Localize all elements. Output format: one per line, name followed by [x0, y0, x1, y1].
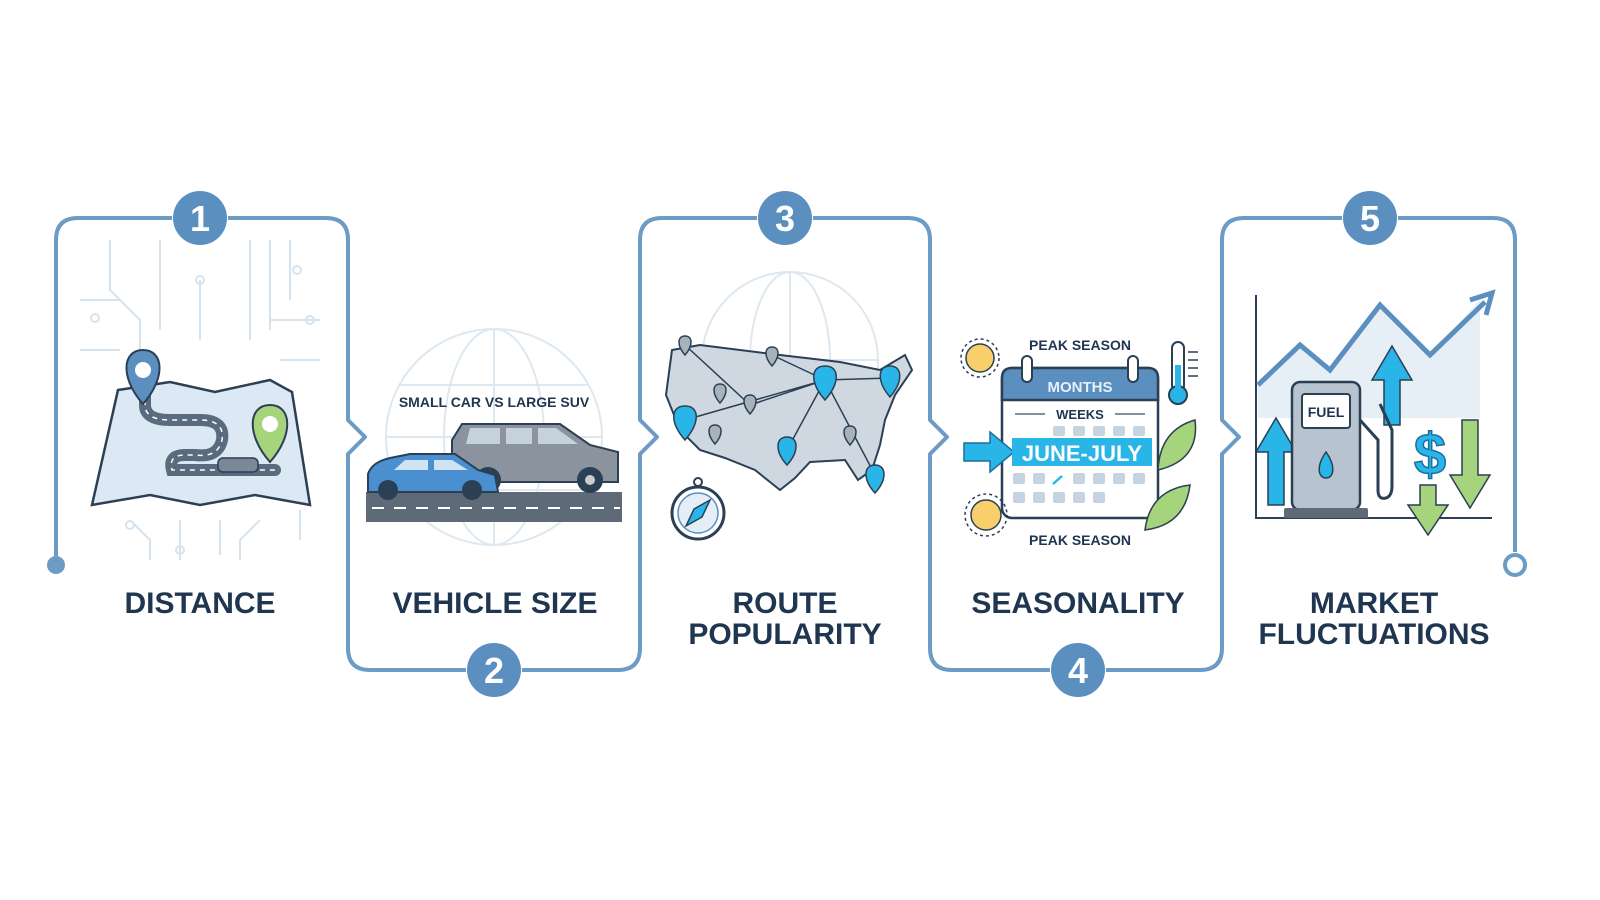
- route-pins: [673, 335, 901, 495]
- badge-5: 5: [1343, 191, 1397, 245]
- svg-text:2: 2: [484, 650, 504, 691]
- compass-icon: [670, 477, 726, 541]
- arrow-down-icon: [1406, 419, 1492, 537]
- badge-3: 3: [758, 191, 812, 245]
- peak-season-bottom: PEAK SEASON: [1029, 532, 1131, 548]
- svg-text:4: 4: [1068, 650, 1088, 691]
- connector-frame: [54, 216, 1517, 672]
- svg-text:JUNE-JULY: JUNE-JULY: [1022, 441, 1143, 466]
- fuel-pump-icon: FUEL: [1284, 380, 1394, 518]
- location-pin-green-icon: [251, 403, 289, 464]
- dollar-icon: $: [1414, 422, 1446, 487]
- location-pin-blue-icon: [125, 348, 161, 406]
- sun-icon: [960, 338, 1000, 378]
- step-1-title: DISTANCE: [124, 587, 276, 620]
- small-car-icon: [367, 453, 500, 500]
- svg-text:5: 5: [1360, 198, 1380, 239]
- svg-text:FUEL: FUEL: [1308, 404, 1345, 420]
- svg-text:MONTHS: MONTHS: [1048, 379, 1113, 396]
- svg-text:WEEKS: WEEKS: [1056, 407, 1104, 422]
- start-dot: [47, 556, 65, 574]
- svg-text:3: 3: [775, 198, 795, 239]
- end-dot: [1503, 553, 1527, 577]
- road-icon: [366, 492, 622, 522]
- circuit-lines-icon: [80, 240, 320, 560]
- step-4-title: SEASONALITY: [971, 587, 1185, 620]
- june-july-highlight: JUNE-JULY: [1012, 438, 1152, 466]
- svg-text:1: 1: [190, 198, 210, 239]
- peak-season-top: PEAK SEASON: [1029, 337, 1131, 353]
- sun-icon: [964, 493, 1008, 537]
- step-2-title: VEHICLE SIZE: [392, 587, 598, 620]
- highlight-arrow-icon: [963, 430, 1016, 474]
- badge-4: 4: [1051, 643, 1105, 697]
- calendar-icon: MONTHS WEEKS: [1000, 355, 1160, 520]
- arrow-up-icon: [1254, 344, 1414, 506]
- thermometer-icon: [1168, 341, 1198, 405]
- badge-2: 2: [467, 643, 521, 697]
- leaf-icon: [1144, 419, 1197, 531]
- vehicle-caption: SMALL CAR VS LARGE SUV: [399, 394, 590, 410]
- suv-icon: [451, 423, 619, 493]
- badge-1: 1: [173, 191, 227, 245]
